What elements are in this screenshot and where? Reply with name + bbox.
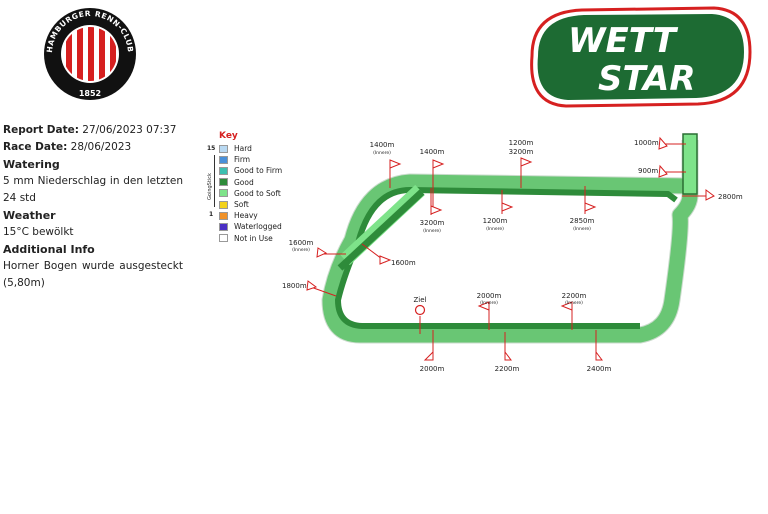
wettstar-logo: WETT STAR	[530, 6, 752, 108]
label-2000-innere: 2000m	[477, 292, 502, 300]
label-1200-top: 1200m	[509, 139, 534, 147]
key-item: Soft	[203, 199, 303, 210]
key-item-label: Soft	[234, 200, 249, 210]
race-date-value: 28/06/2023	[70, 141, 132, 153]
watering-heading: Watering	[3, 158, 60, 171]
race-date-row: Race Date: 28/06/2023	[3, 139, 183, 156]
scale-top-value: 15	[207, 145, 216, 152]
report-info: Report Date: 27/06/2023 07:37 Race Date:…	[3, 122, 183, 292]
hrc-logo-year: 1852	[79, 89, 101, 98]
key-swatch	[219, 211, 228, 220]
key-item-label: Waterlogged	[234, 222, 282, 232]
report-date-value: 27/06/2023 07:37	[82, 124, 177, 136]
report-date-label: Report Date:	[3, 124, 79, 136]
key-item-label: Hard	[234, 144, 252, 154]
race-date-label: Race Date:	[3, 141, 68, 153]
weather-text: 15°C bewölkt	[3, 226, 74, 238]
label-3200-top: 3200m	[509, 148, 534, 156]
label-2000-innere-sub: (Innere)	[480, 300, 498, 306]
label-1400-innere-sub: (Innere)	[373, 150, 391, 156]
track-outer-edge	[321, 140, 699, 344]
hamburger-renn-club-logo: HAMBURGER RENN-CLUB 1852	[44, 8, 136, 100]
additional-info-text: Horner Bogen wurde ausgesteckt (5,80m)	[3, 260, 183, 289]
goingstick-scale: 15 GoingStick 1	[203, 145, 217, 219]
scale-bottom-value: 1	[209, 211, 214, 218]
wettstar-line1: WETT	[568, 21, 679, 61]
key-item-label: Good	[234, 177, 254, 187]
key-swatch	[219, 189, 228, 198]
label-1800: 1800m	[282, 282, 307, 290]
key-item: Good to Soft	[203, 188, 303, 199]
key-swatch	[219, 234, 228, 243]
additional-info-heading: Additional Info	[3, 243, 95, 256]
label-1400: 1400m	[420, 148, 445, 156]
key-item: Heavy	[203, 210, 303, 221]
label-3200-innere: 3200m	[420, 219, 445, 227]
report-date-row: Report Date: 27/06/2023 07:37	[3, 122, 183, 139]
key-item-label: Firm	[234, 155, 251, 165]
finish-marker	[414, 304, 426, 316]
key-item: Not in Use	[203, 233, 303, 244]
label-2400-bottom: 2400m	[587, 365, 612, 373]
key-swatch	[219, 144, 228, 153]
key-item: Waterlogged	[203, 221, 303, 232]
label-2850-innere: 2850m	[570, 217, 595, 225]
label-1600: 1600m	[391, 259, 416, 267]
label-2200-bottom: 2200m	[495, 365, 520, 373]
wettstar-line2: STAR	[598, 59, 696, 99]
label-2200-innere: 2200m	[562, 292, 587, 300]
key-item-label: Not in Use	[234, 233, 273, 243]
key-swatch	[219, 222, 228, 231]
weather-heading: Weather	[3, 209, 56, 222]
label-1600-innere-sub: (Innere)	[292, 247, 310, 253]
label-ziel: Ziel	[414, 296, 427, 304]
label-1200-innere: 1200m	[483, 217, 508, 225]
key-item: Good to Firm	[203, 165, 303, 176]
key-item: Firm	[203, 154, 303, 165]
key-item-label: Good to Firm	[234, 166, 283, 176]
key-item-label: Heavy	[234, 211, 258, 221]
track-top-chute	[682, 133, 698, 195]
key-item-label: Good to Soft	[234, 188, 281, 198]
label-2000-bottom: 2000m	[420, 365, 445, 373]
label-900: 900m	[638, 167, 658, 175]
track-diagonal-chute-inner	[337, 189, 425, 271]
key-swatch	[219, 155, 228, 164]
key-swatch	[219, 166, 228, 175]
label-2850-innere-sub: (Innere)	[573, 226, 591, 232]
key-item: Good	[203, 177, 303, 188]
label-2200-innere-sub: (Innere)	[565, 300, 583, 306]
label-1400-innere: 1400m	[370, 141, 395, 149]
track-outer-band	[322, 140, 698, 343]
key-swatch	[219, 200, 228, 209]
label-1600-innere: 1600m	[289, 239, 314, 247]
key-item: Hard	[203, 143, 303, 154]
label-2800: 2800m	[718, 193, 743, 201]
key-title: Key	[219, 131, 238, 141]
scale-arrow	[214, 155, 215, 207]
watering-text: 5 mm Niederschlag in den letzten 24 std	[3, 175, 183, 204]
label-1200-innere-sub: (Innere)	[486, 226, 504, 232]
label-1000: 1000m	[634, 139, 659, 147]
label-3200-innere-sub: (Innere)	[423, 228, 441, 234]
key-swatch	[219, 178, 228, 187]
